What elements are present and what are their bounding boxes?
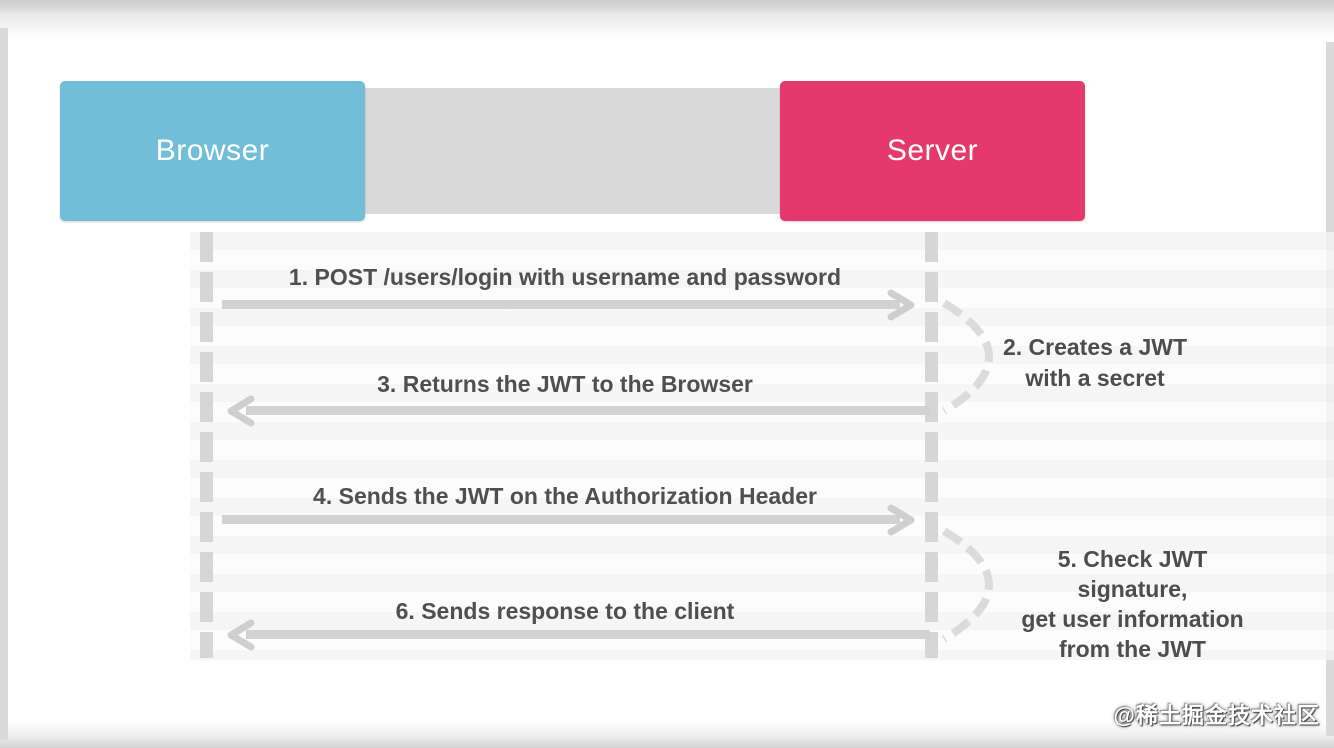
message-label-3: 4. Sends the JWT on the Authorization He… xyxy=(313,483,817,509)
message-arrow-4 xyxy=(246,630,930,639)
server-annotation-2: 5. Check JWT signature, get user informa… xyxy=(1000,544,1265,664)
arrowhead-right-icon xyxy=(887,504,915,536)
annotation-line: with a secret xyxy=(1025,365,1165,391)
message-label-4: 6. Sends response to the client xyxy=(395,598,735,624)
message-arrow-1 xyxy=(222,300,900,309)
actor-browser-label: Browser xyxy=(155,134,270,167)
arrowhead-right-icon xyxy=(887,289,915,321)
arrowhead-left-icon xyxy=(227,395,255,427)
server-annotation-1: 2. Creates a JWT with a secret xyxy=(990,332,1200,394)
actor-connector-bar xyxy=(365,88,780,214)
server-brace-2 xyxy=(941,527,993,643)
annotation-line: 2. Creates a JWT xyxy=(1002,334,1188,360)
page-left-edge xyxy=(0,28,8,740)
server-lifeline xyxy=(925,232,938,658)
page-bottom-edge-gradient xyxy=(0,722,1334,748)
browser-lifeline xyxy=(200,232,213,658)
actor-server-label: Server xyxy=(886,134,979,167)
message-label-2: 3. Returns the JWT to the Browser xyxy=(377,371,753,397)
message-arrow-2 xyxy=(246,406,930,415)
page-top-edge-gradient xyxy=(0,0,1334,38)
actor-browser-box: Browser xyxy=(60,81,365,221)
message-arrow-3 xyxy=(222,515,900,524)
juejin-watermark: @稀土掘金技术社区 xyxy=(1113,703,1320,728)
annotation-line: from the JWT xyxy=(1059,636,1206,662)
arrowhead-left-icon xyxy=(227,619,255,651)
annotation-line: 5. Check JWT signature, xyxy=(1057,546,1208,602)
actor-server-box: Server xyxy=(780,81,1085,221)
annotation-line: get user information xyxy=(1021,606,1244,632)
server-brace-1 xyxy=(941,299,993,415)
message-label-1: 1. POST /users/login with username and p… xyxy=(288,264,842,290)
